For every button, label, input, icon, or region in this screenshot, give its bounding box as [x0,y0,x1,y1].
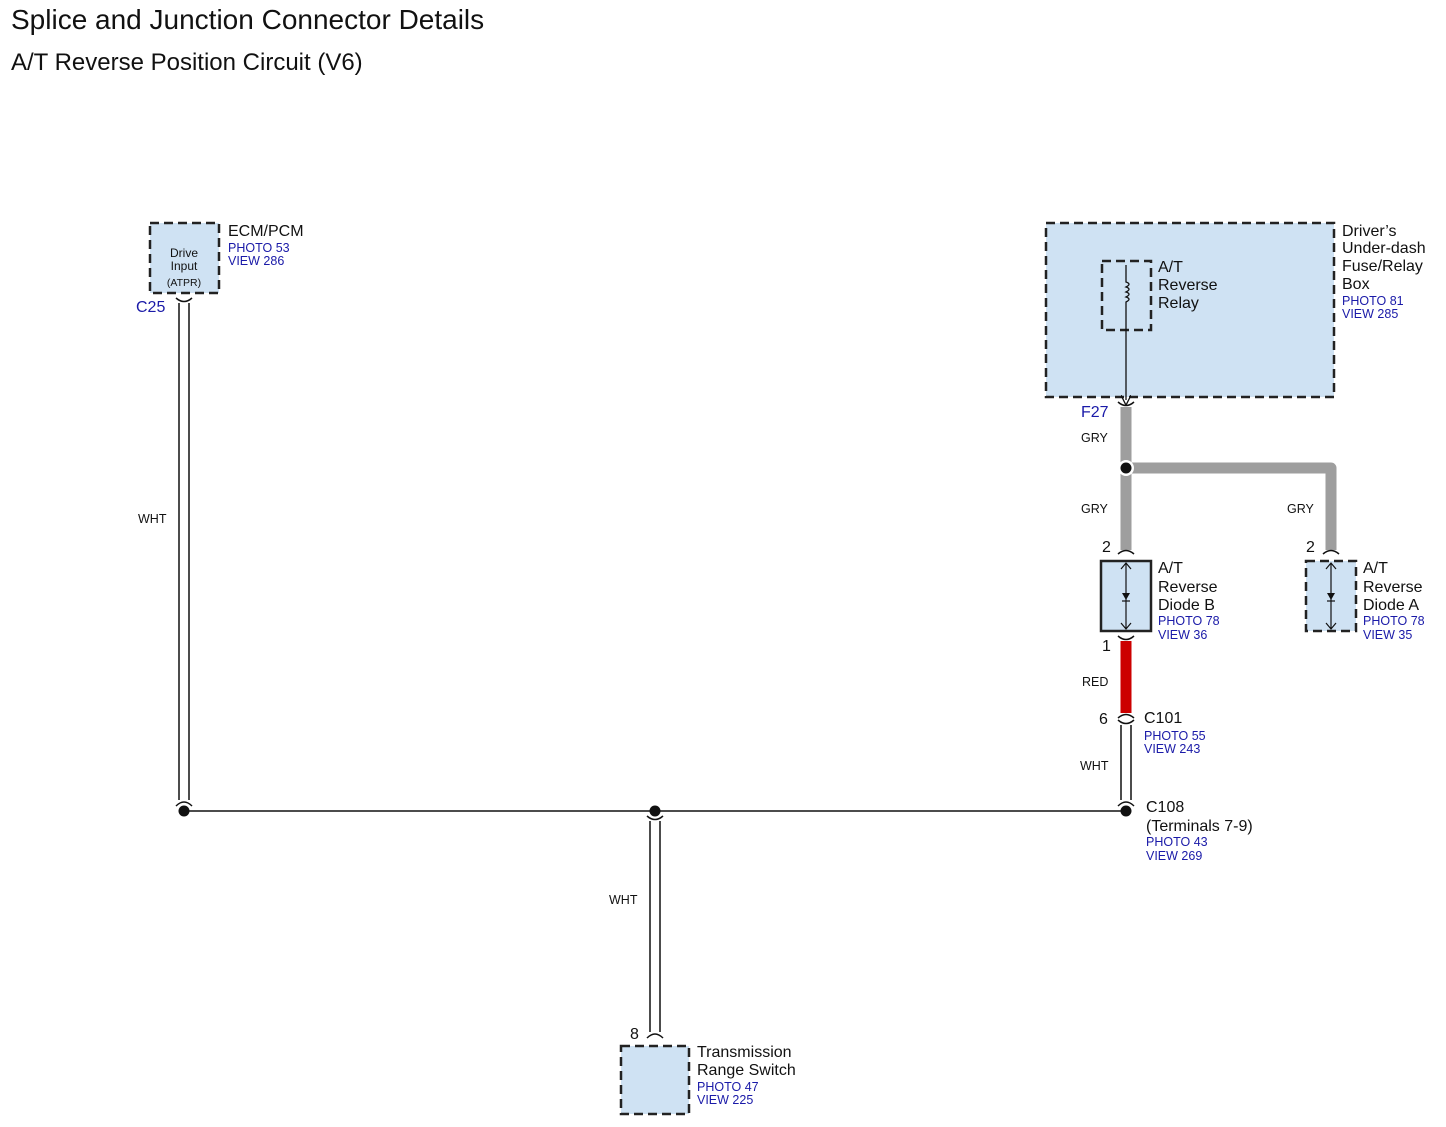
diode-b-component: 2 A/T Reverse Diode B PHOTO 78 VIEW 36 1 [1099,539,1220,655]
ecm-view-ref[interactable]: VIEW 286 [228,254,284,268]
relay-label-line1: A/T [1158,259,1183,276]
diode-a-symbol-icon [1327,593,1335,600]
c108-label-line2: (Terminals 7-9) [1146,818,1253,835]
diode-b-label-line3: Diode B [1158,597,1215,614]
ecm-pcm-component: Drive Input (ATPR) ECM/PCM PHOTO 53 VIEW… [136,221,304,316]
ecm-pcm-box [148,221,221,295]
splice-point-ecm [178,805,190,817]
connector-c25-label: C25 [136,299,165,316]
relay-label-line3: Relay [1158,295,1199,312]
trs-label-line1: Transmission [697,1044,792,1061]
relay-coil-icon [1126,265,1129,400]
c101-pin-6: 6 [1099,711,1108,728]
c101-photo-ref[interactable]: PHOTO 55 [1144,729,1206,743]
diode-a-component: 2 A/T Reverse Diode A PHOTO 78 VIEW 35 [1304,539,1425,642]
page-title: Splice and Junction Connector Details [11,4,485,35]
c108-photo-ref[interactable]: PHOTO 43 [1146,835,1208,849]
wire-red: RED [1082,635,1135,719]
wire-label-wht-trs: WHT [609,893,638,907]
ecm-pcm-label: ECM/PCM [228,223,304,240]
c101-connector: 6 C101 PHOTO 55 VIEW 243 [1099,710,1206,756]
wire-label-gry-diode-a: GRY [1287,502,1315,516]
diode-b-view-ref[interactable]: VIEW 36 [1158,628,1207,642]
ecm-inner-line2: Input [171,259,198,273]
trs-pin-8: 8 [630,1026,639,1043]
diode-b-pin-2: 2 [1102,539,1111,556]
diode-a-view-ref[interactable]: VIEW 35 [1363,628,1412,642]
splice-point-trs [649,805,661,817]
diode-a-pin-2: 2 [1306,539,1315,556]
wire-label-wht-c101: WHT [1080,759,1109,773]
fuse-box-label-line1: Driver’s [1342,223,1397,240]
diode-b-photo-ref[interactable]: PHOTO 78 [1158,614,1220,628]
wire-label-red: RED [1082,675,1108,689]
trs-label-line2: Range Switch [697,1062,796,1079]
ecm-photo-ref[interactable]: PHOTO 53 [228,241,290,255]
fuse-relay-box [1044,221,1336,399]
wire-wht-trs: WHT [609,815,664,1039]
ecm-inner-line3: (ATPR) [167,277,201,289]
c101-view-ref[interactable]: VIEW 243 [1144,742,1200,756]
fuse-box-photo-ref[interactable]: PHOTO 81 [1342,294,1404,308]
diode-a-label-line3: Diode A [1363,597,1419,614]
diode-b-pin-1: 1 [1102,638,1111,655]
transmission-range-switch-component: 8 Transmission Range Switch PHOTO 47 VIE… [619,1026,796,1116]
c108-label-line1: C108 [1146,799,1184,816]
ecm-inner-line1: Drive [170,246,198,260]
c101-label: C101 [1144,710,1182,727]
wire-label-gry-f27: GRY [1081,431,1109,445]
diode-a-label-line1: A/T [1363,560,1388,577]
c108-view-ref[interactable]: VIEW 269 [1146,849,1202,863]
splice-point-gry [1120,462,1132,474]
wire-gry-group: GRY GRY GRY [1081,401,1340,555]
wire-label-gry-diode-b: GRY [1081,502,1109,516]
fuse-box-label-line2: Under-dash [1342,240,1426,257]
trs-box [619,1044,691,1116]
diode-a-label-line2: Reverse [1363,579,1423,596]
fuse-box-view-ref[interactable]: VIEW 285 [1342,307,1398,321]
wire-ecm-down: WHT [138,297,193,807]
fuse-relay-box-component: Driver’s Under-dash Fuse/Relay Box PHOTO… [1044,221,1426,421]
diode-b-label-line2: Reverse [1158,579,1218,596]
diode-b-label-line1: A/T [1158,560,1183,577]
relay-label-line2: Reverse [1158,277,1218,294]
diode-a-photo-ref[interactable]: PHOTO 78 [1363,614,1425,628]
wire-wht-c101: WHT [1080,725,1135,807]
wire-label-wht-ecm: WHT [138,512,167,526]
at-reverse-relay: A/T Reverse Relay [1100,259,1218,400]
splice-point-c108 [1120,805,1132,817]
fuse-box-label-line3: Fuse/Relay [1342,258,1423,275]
junction-bus [178,805,1132,817]
c108-connector: C108 (Terminals 7-9) PHOTO 43 VIEW 269 [1146,799,1253,863]
trs-view-ref[interactable]: VIEW 225 [697,1093,753,1107]
connector-f27-label: F27 [1081,404,1109,421]
page-subtitle: A/T Reverse Position Circuit (V6) [11,49,363,76]
fuse-box-label-line4: Box [1342,276,1370,293]
trs-photo-ref[interactable]: PHOTO 47 [697,1080,759,1094]
diode-b-symbol-icon [1122,593,1130,600]
